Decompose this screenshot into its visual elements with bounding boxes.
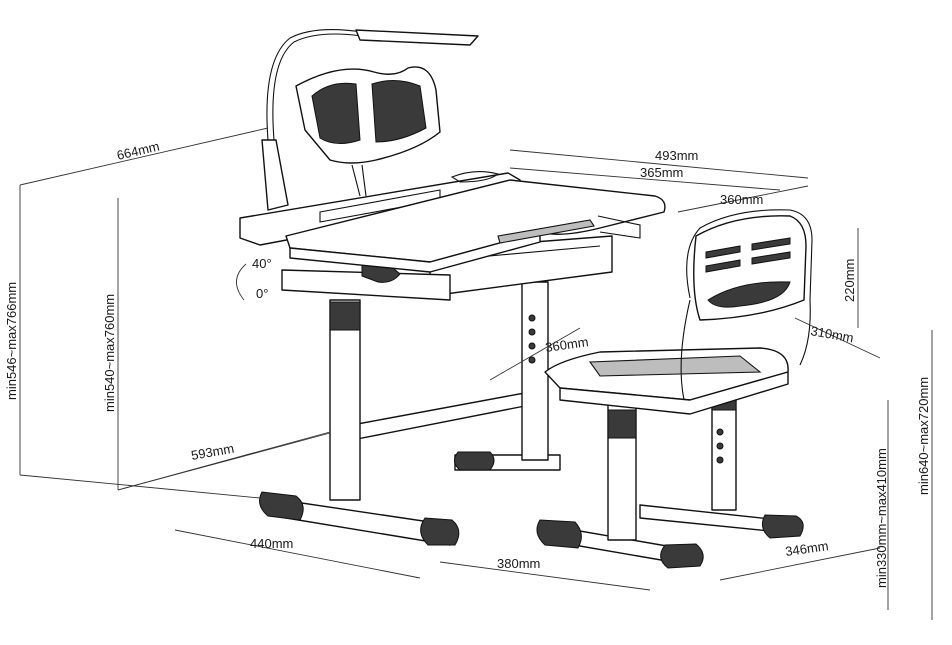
label-desk-width: 493mm — [655, 148, 698, 163]
label-desk-base-length: 593mm — [190, 441, 235, 463]
label-tilt-min: 0° — [256, 286, 268, 301]
label-tabletop-width: 365mm — [640, 165, 683, 180]
label-tabletop-height-range: min540~max760mm — [102, 294, 117, 412]
label-chair-foot-width: 346mm — [784, 538, 829, 559]
label-tilt-max: 40° — [252, 256, 272, 271]
label-chair-total-height-range: min640~max720mm — [916, 377, 931, 495]
label-chair-base-length: 380mm — [497, 556, 540, 571]
desk-drawing — [239, 29, 666, 546]
chair-drawing — [536, 209, 813, 569]
label-desk-depth: 664mm — [115, 139, 161, 163]
label-desk-foot-width: 440mm — [250, 536, 293, 551]
label-seat-depth: 360mm — [544, 334, 589, 355]
label-backrest-width: 360mm — [720, 192, 763, 207]
dimension-lines — [19, 127, 933, 620]
label-desk-height-range: min546~max766mm — [4, 282, 19, 400]
dimension-labels: 664mm 493mm 365mm min546~max766mm min540… — [4, 139, 931, 588]
label-seat-width: 310mm — [809, 323, 854, 345]
label-seat-height-range: min330mm~max410mm — [874, 448, 889, 588]
label-backrest-height: 220mm — [842, 259, 857, 302]
